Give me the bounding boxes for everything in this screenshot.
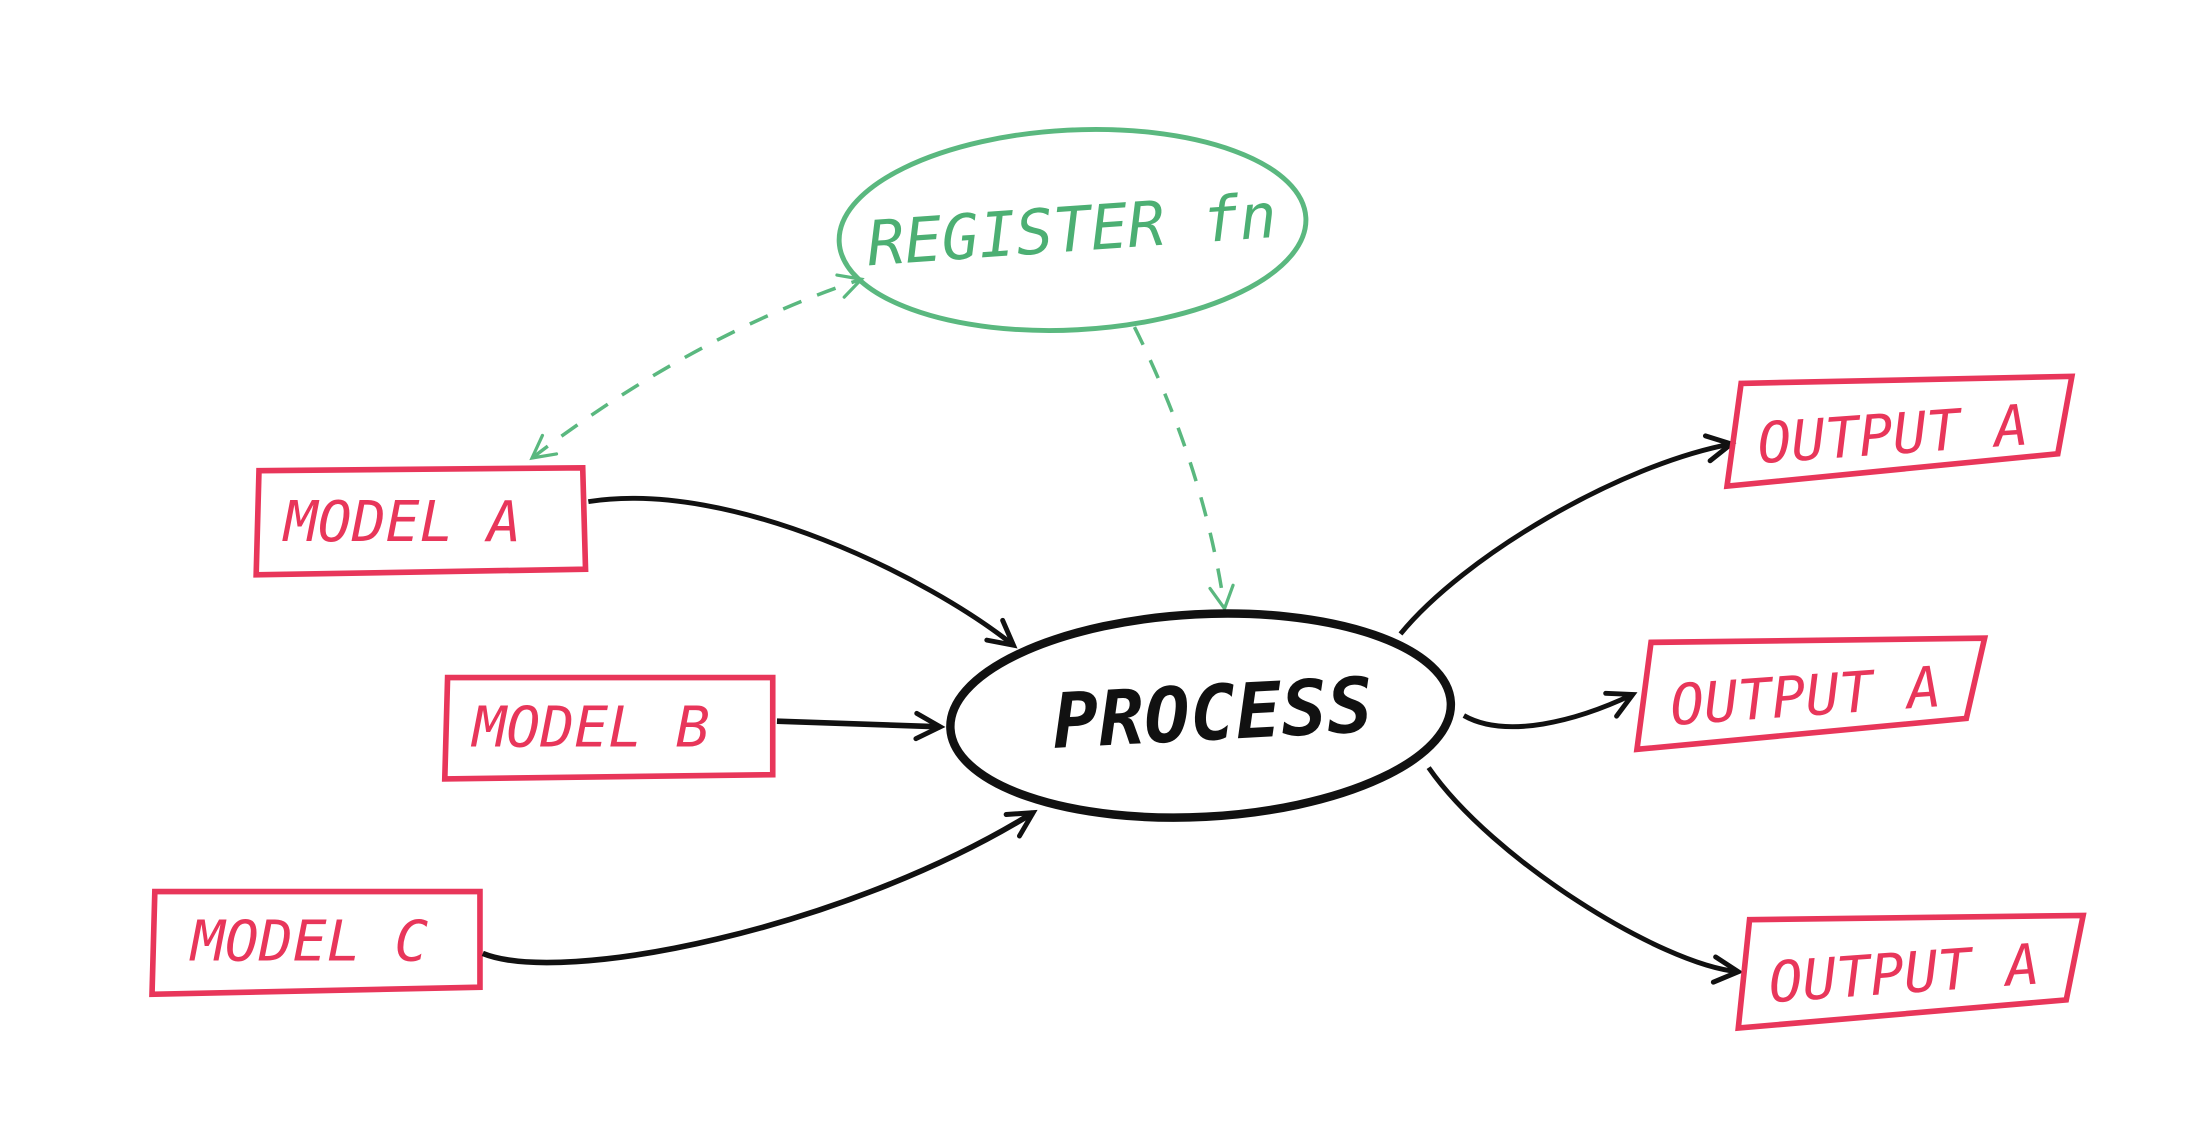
model-c-to-process-arrow — [481, 809, 1038, 966]
model-a-box[interactable]: MODEL A — [253, 465, 589, 578]
process-label: PROCESS — [1050, 660, 1375, 766]
register-model-a-link — [529, 273, 865, 461]
process-ellipse — [946, 609, 1456, 822]
output-1-label: OUTPUT A — [1755, 393, 2030, 477]
register-fn-ellipse — [836, 126, 1309, 333]
process-to-output-2-arrow — [1462, 690, 1638, 730]
model-a-label: MODEL A — [282, 490, 521, 555]
model-c-label: MODEL C — [189, 909, 428, 974]
process-to-output-1-arrow — [1398, 433, 1737, 636]
model-c-box[interactable]: MODEL C — [149, 888, 483, 998]
process-node[interactable]: PROCESS — [945, 601, 1456, 830]
register-process-link — [1132, 326, 1235, 613]
register-fn-node[interactable]: REGISTER fn — [834, 118, 1311, 342]
model-b-label: MODEL B — [471, 696, 710, 761]
output-2-box[interactable]: OUTPUT A — [1633, 635, 1989, 753]
register-fn-label: REGISTER fn — [865, 180, 1279, 280]
process-to-output-3-arrow — [1426, 766, 1744, 985]
model-a-to-process-arrow — [587, 495, 1018, 649]
model-b-box[interactable]: MODEL B — [441, 674, 776, 782]
output-3-box[interactable]: OUTPUT A — [1735, 912, 2087, 1032]
output-1-box[interactable]: OUTPUT A — [1723, 373, 2076, 490]
model-b-to-process-arrow — [776, 710, 946, 742]
